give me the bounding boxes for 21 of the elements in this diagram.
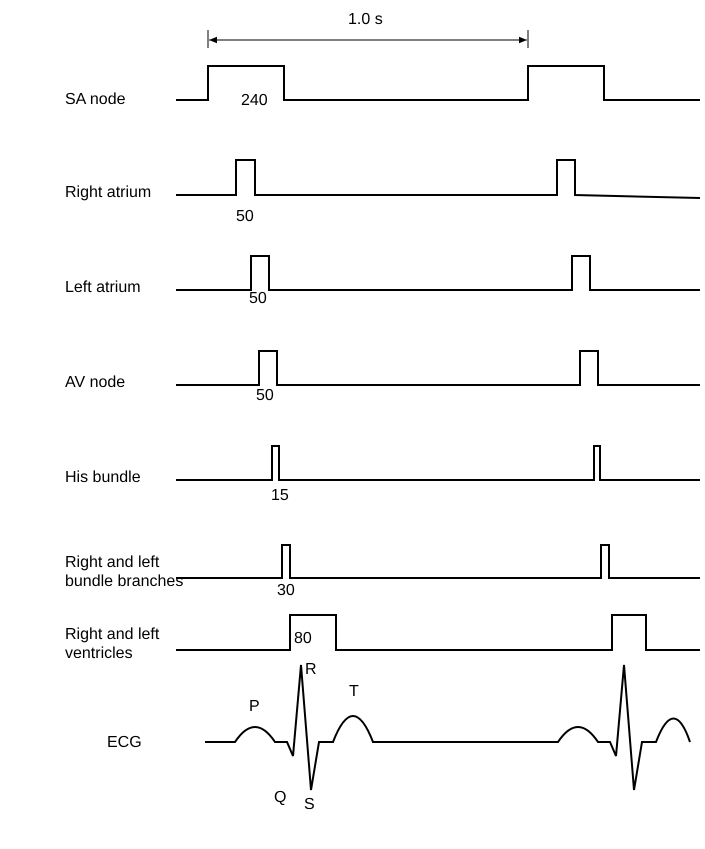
wave-label: P <box>249 697 260 716</box>
dimension-label: 1.0 s <box>348 10 383 30</box>
duration-label: 50 <box>249 289 267 308</box>
row-label: Right and left bundle branches <box>65 553 184 592</box>
row-label: Right atrium <box>65 183 152 202</box>
duration-label: 30 <box>277 581 295 600</box>
row-label: SA node <box>65 90 126 110</box>
row-label: His bundle <box>65 468 142 488</box>
duration-label: 80 <box>294 629 312 648</box>
row-label: Right and left ventricles <box>65 625 160 664</box>
row-label: ECG <box>107 733 143 752</box>
duration-label: 50 <box>236 207 254 226</box>
wave-label: T <box>349 682 359 702</box>
wave-label: S <box>304 795 315 814</box>
wave-label: R <box>305 660 317 680</box>
duration-label: 240 <box>241 91 268 110</box>
duration-label: 15 <box>271 486 289 506</box>
row-label: AV node <box>65 373 126 392</box>
row-label: Left atrium <box>65 278 142 298</box>
wave-label: Q <box>274 788 286 808</box>
duration-label: 50 <box>256 386 274 406</box>
